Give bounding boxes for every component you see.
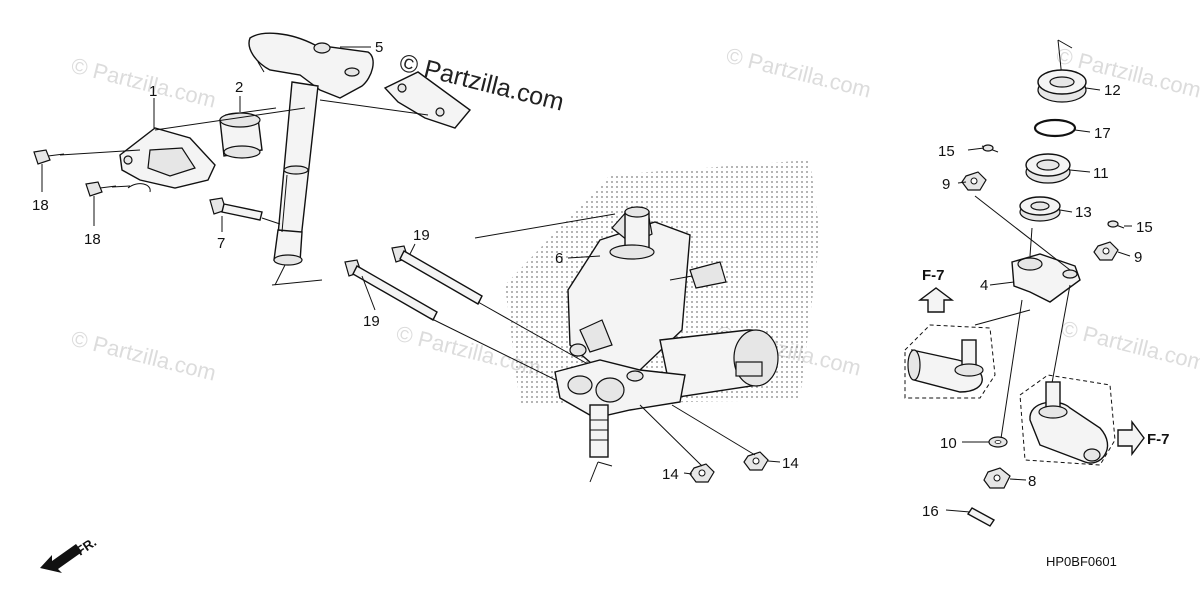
tie-rod-end-right [1019, 374, 1116, 466]
power-steering-gearbox [554, 206, 779, 458]
guide-line [111, 185, 131, 188]
guide-line [274, 264, 286, 286]
callout-13: 13 [1075, 204, 1092, 221]
callout-18-lower: 18 [84, 231, 101, 248]
callout-1: 1 [149, 83, 157, 100]
tie-rod-end-left [904, 324, 996, 399]
callout-17: 17 [1094, 125, 1111, 142]
diagram-code: HP0BF0601 [1046, 554, 1117, 569]
guide-line [261, 217, 281, 225]
guide-line [671, 404, 756, 456]
callout-14-left: 14 [662, 466, 679, 483]
guide-line [597, 461, 613, 467]
callout-19-upper: 19 [413, 227, 430, 244]
steering-bracket [383, 71, 472, 129]
callout-8: 8 [1028, 473, 1036, 490]
bolt-18-lower [85, 181, 117, 197]
callout-6: 6 [555, 250, 563, 267]
long-bolt-19-upper [391, 245, 483, 305]
nut-14-left [689, 463, 715, 483]
cotter-pin-16 [966, 507, 996, 527]
guide-line [477, 301, 603, 373]
bolt-18-upper [33, 149, 65, 165]
guide-line [59, 149, 141, 156]
steering-shaft [248, 32, 374, 266]
guide-line [154, 107, 306, 131]
circlip [1033, 118, 1077, 138]
guide-line [1057, 39, 1073, 49]
cotter-pin-15-upper [981, 144, 999, 153]
pitman-arm [1011, 253, 1081, 303]
arrow-right-icon [1117, 419, 1145, 457]
bolt-7 [209, 197, 263, 221]
nut-14-right [743, 451, 769, 471]
guide-line [1051, 284, 1071, 384]
callout-18-upper: 18 [32, 197, 49, 214]
watermark: © Partzilla.com [69, 326, 219, 386]
nut-9-lower [1093, 241, 1119, 261]
guide-line [999, 299, 1023, 446]
castle-nut [983, 467, 1011, 489]
callout-11: 11 [1093, 165, 1109, 182]
washer [988, 436, 1008, 448]
guide-line [271, 279, 323, 286]
guide-line [974, 195, 1071, 271]
callout-9-upper: 9 [942, 176, 950, 193]
callout-19-lower: 19 [363, 313, 380, 330]
watermark: © Partzilla.com [724, 43, 874, 103]
guide-line [319, 99, 429, 116]
watermark: © Partzilla.com [69, 53, 219, 113]
callout-12: 12 [1104, 82, 1121, 99]
reference-label-left: F-7 [922, 267, 945, 284]
callout-16: 16 [922, 503, 939, 520]
callout-15-lower: 15 [1136, 219, 1153, 236]
callout-5: 5 [375, 39, 383, 56]
nut-9-upper [961, 171, 987, 191]
callout-7: 7 [217, 235, 225, 252]
guide-line [589, 461, 599, 483]
bearing [1025, 153, 1071, 184]
callout-2: 2 [235, 79, 243, 96]
shaft-holder-plate [119, 127, 216, 193]
reference-label-right: F-7 [1147, 431, 1170, 448]
guide-line [474, 213, 616, 239]
guide-line [224, 107, 277, 116]
callout-4: 4 [980, 277, 988, 294]
watermark: © Partzilla.com [1059, 316, 1200, 376]
oil-seal [1019, 196, 1061, 222]
guide-line [974, 309, 1031, 326]
callout-14-right: 14 [782, 455, 799, 472]
leader-lines [41, 46, 1132, 513]
dust-seal [1037, 69, 1087, 103]
callout-labels: 1 2 4 5 6 7 8 9 9 10 11 12 13 14 14 15 1… [32, 39, 1153, 520]
callout-15-upper: 15 [938, 143, 955, 160]
guide-line [1029, 227, 1033, 257]
arrow-up-icon [917, 287, 955, 313]
callout-9-lower: 9 [1134, 249, 1142, 266]
callout-10: 10 [940, 435, 957, 452]
guide-line [429, 317, 573, 389]
front-arrow-icon [40, 544, 82, 573]
cotter-pin-15-lower [1107, 220, 1125, 229]
guide-line [639, 404, 703, 467]
